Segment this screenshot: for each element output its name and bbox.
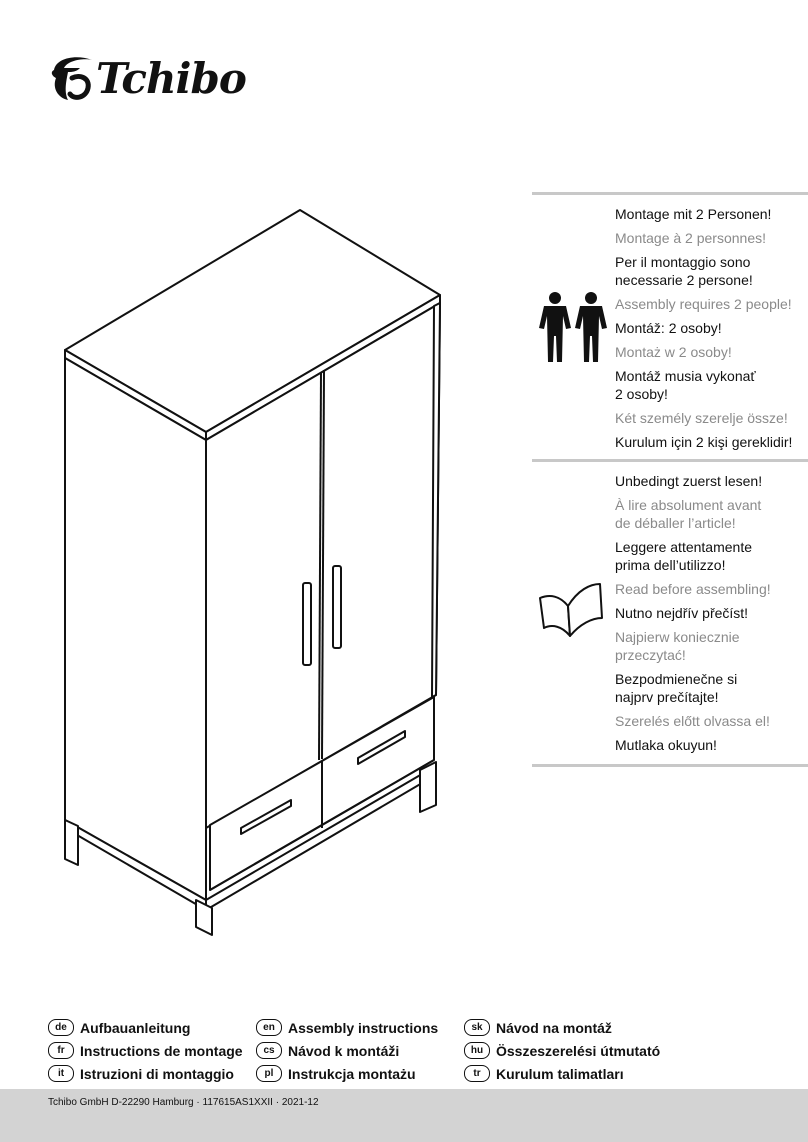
notice-pl: Montaż w 2 osoby!: [615, 344, 732, 360]
language-code-badge: sk: [464, 1019, 490, 1036]
read-cs: Nutno nejdřív přečíst!: [615, 605, 749, 621]
read-en: Read before assembling!: [615, 581, 771, 597]
read-fr: À lire absolument avant de déballer l’ar…: [615, 497, 762, 531]
language-code-badge: hu: [464, 1042, 490, 1059]
language-item: de Aufbauanleitung: [48, 1016, 258, 1039]
language-code-badge: pl: [256, 1065, 282, 1082]
language-code-badge: it: [48, 1065, 74, 1082]
language-code-badge: cs: [256, 1042, 282, 1059]
divider-middle: [532, 459, 808, 462]
language-code-badge: tr: [464, 1065, 490, 1082]
language-item: hu Összeszerelési útmutató: [464, 1039, 674, 1062]
notice-de: Montage mit 2 Personen!: [615, 206, 772, 222]
brand-name: Tchibo: [96, 54, 247, 103]
language-item: sk Návod na montáž: [464, 1016, 674, 1039]
notice-it: Per il montaggio sono necessarie 2 perso…: [615, 254, 753, 288]
language-title: Instructions de montage: [80, 1042, 243, 1059]
language-item: fr Instructions de montage: [48, 1039, 258, 1062]
language-column-2: en Assembly instructions cs Návod k mont…: [256, 1016, 466, 1085]
language-code-badge: de: [48, 1019, 74, 1036]
read-it: Leggere attentamente prima dell’utilizzo…: [615, 539, 752, 573]
notice-sk: Montáž musia vykonať 2 osoby!: [615, 368, 756, 402]
footer-bar: Tchibo GmbH D-22290 Hamburg · 117615AS1X…: [0, 1089, 808, 1142]
language-title: Aufbauanleitung: [80, 1019, 191, 1036]
read-first-notice: Unbedingt zuerst lesen! À lire absolumen…: [615, 472, 805, 760]
language-title: Istruzioni di montaggio: [80, 1065, 234, 1082]
language-item: pl Instrukcja montażu: [256, 1062, 466, 1085]
footer-imprint: Tchibo GmbH D-22290 Hamburg · 117615AS1X…: [48, 1097, 319, 1108]
read-tr: Mutlaka okuyun!: [615, 737, 717, 753]
language-title: Návod k montáži: [288, 1042, 400, 1059]
notice-en: Assembly requires 2 people!: [615, 296, 792, 312]
two-person-notice: Montage mit 2 Personen! Montage à 2 pers…: [615, 205, 805, 457]
language-column-3: sk Návod na montáž hu Összeszerelési útm…: [464, 1016, 674, 1085]
language-title: Instrukcja montażu: [288, 1065, 416, 1082]
two-persons-icon: [539, 292, 607, 362]
notice-fr: Montage à 2 personnes!: [615, 230, 766, 246]
notice-hu: Két személy szerelje össze!: [615, 410, 788, 426]
notice-tr: Kurulum için 2 kişi gereklidir!: [615, 434, 793, 450]
read-hu: Szerelés előtt olvassa el!: [615, 713, 770, 729]
divider-bottom: [532, 764, 808, 767]
tchibo-mark-icon: [51, 57, 92, 100]
language-item: tr Kurulum talimatları: [464, 1062, 674, 1085]
language-code-badge: fr: [48, 1042, 74, 1059]
language-item: it Istruzioni di montaggio: [48, 1062, 258, 1085]
divider-top: [532, 192, 808, 195]
read-sk: Bezpodmienečne si najprv prečítajte!: [615, 671, 738, 705]
language-item: en Assembly instructions: [256, 1016, 466, 1039]
language-code-badge: en: [256, 1019, 282, 1036]
language-title: Összeszerelési útmutató: [496, 1042, 661, 1059]
read-pl: Najpierw koniecznie przeczytać!: [615, 629, 740, 663]
language-column-1: de Aufbauanleitung fr Instructions de mo…: [48, 1016, 258, 1085]
language-title: Návod na montáž: [496, 1019, 612, 1036]
language-title: Assembly instructions: [288, 1019, 439, 1036]
open-book-icon: [539, 583, 603, 637]
language-item: cs Návod k montáži: [256, 1039, 466, 1062]
read-de: Unbedingt zuerst lesen!: [615, 473, 763, 489]
wardrobe-illustration: [64, 209, 441, 936]
notice-cs: Montáž: 2 osoby!: [615, 320, 722, 336]
brand-logo: Tchibo: [46, 48, 247, 110]
language-title: Kurulum talimatları: [496, 1065, 624, 1082]
